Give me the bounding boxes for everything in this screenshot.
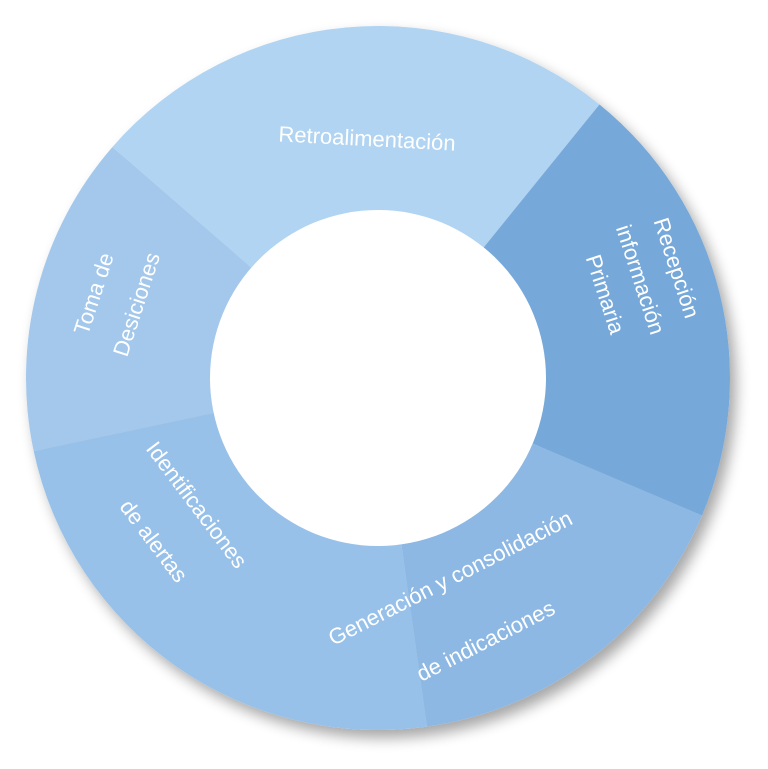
segment-retroalimentacion <box>112 25 600 269</box>
segment-identificaciones <box>33 412 427 730</box>
ring <box>25 25 730 730</box>
segment-recepcion <box>483 104 730 516</box>
center-hole <box>210 210 546 546</box>
segment-toma <box>25 147 252 452</box>
